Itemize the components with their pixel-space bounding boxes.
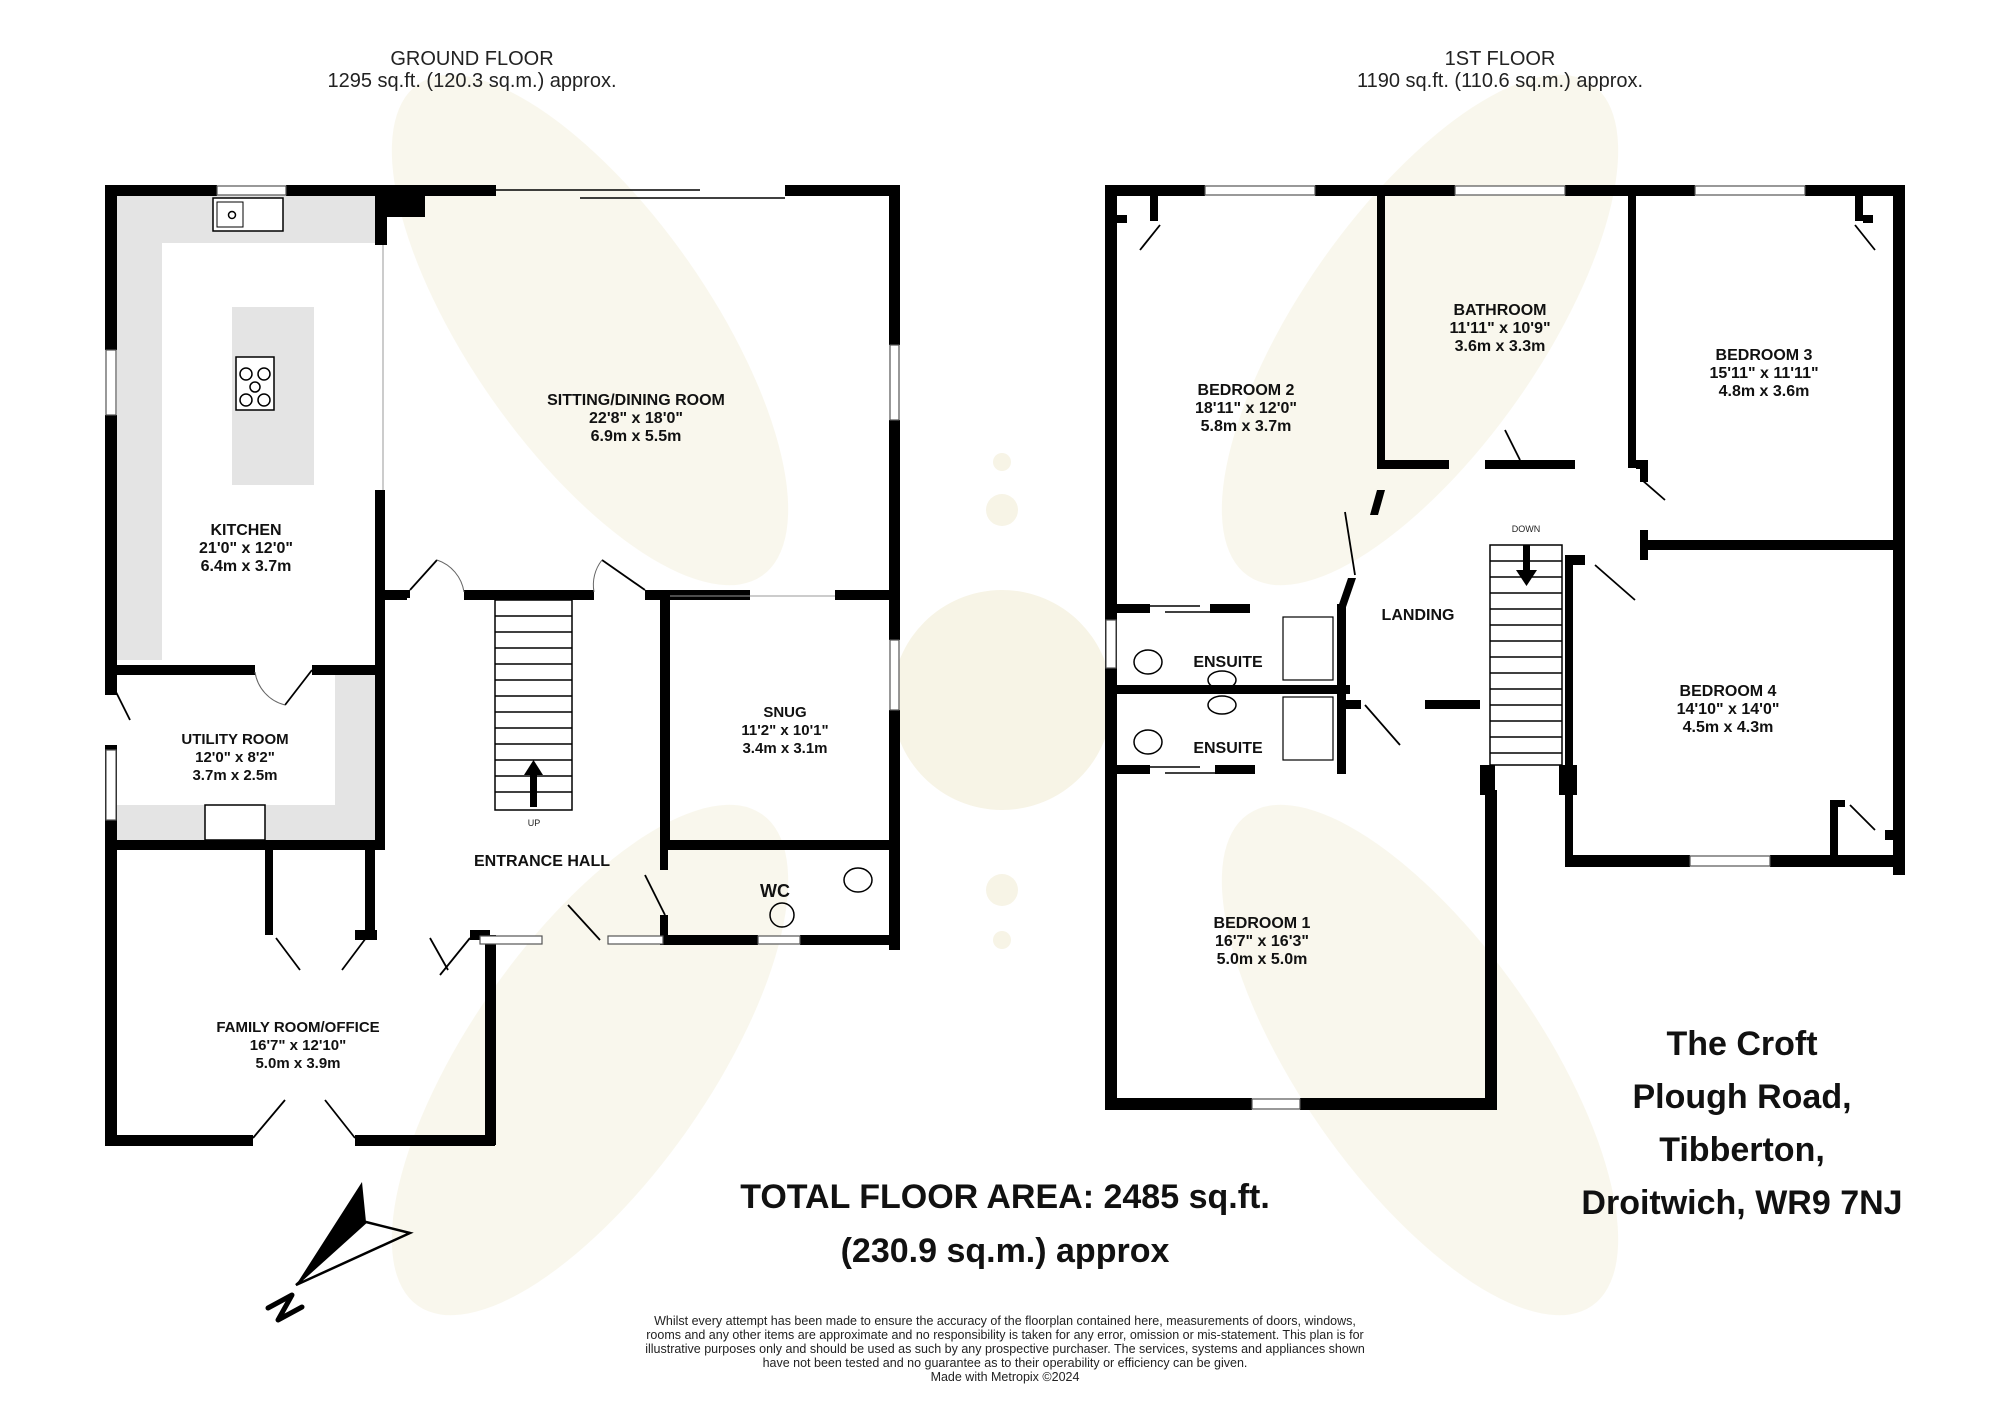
ground-floor-plan [105,185,900,1146]
room-name: UTILITY ROOM [181,731,289,748]
room-dimensions-metric: 3.7m x 2.5m [192,767,278,784]
room-dimensions-imperial: 15'11" x 11'11" [1709,365,1819,382]
room-dimensions-metric: 3.6m x 3.3m [1454,338,1546,355]
ground-floor-area: 1295 sq.ft. (120.3 sq.m.) approx. [327,70,617,92]
room-name: BEDROOM 3 [1715,347,1813,364]
address-line-4: Droitwich, WR9 7NJ [1581,1184,1903,1222]
room-dimensions-imperial: 18'11" x 12'0" [1195,400,1297,417]
total-area-line-2: (230.9 sq.m.) approx [840,1232,1170,1270]
room-dimensions-imperial: 16'7" x 16'3" [1215,933,1309,950]
disclaimer: Whilst every attempt has been made to en… [645,1314,1365,1384]
room-name: SNUG [763,704,807,721]
room-label-family-room-office: FAMILY ROOM/OFFICE 16'7" x 12'10" 5.0m x… [216,1019,379,1073]
room-label-snug: SNUG 11'2" x 10'1" 3.4m x 3.1m [741,704,828,758]
room-dimensions-imperial: 12'0" x 8'2" [195,749,275,766]
ground-floor-title: GROUND FLOOR [390,48,554,70]
watermark-logo [391,74,1619,1316]
room-label-bedroom-1: BEDROOM 1 16'7" x 16'3" 5.0m x 5.0m [1214,915,1311,969]
room-label-bedroom-3: BEDROOM 3 15'11" x 11'11" 4.8m x 3.6m [1709,347,1818,401]
room-label-wc: WC [760,882,790,900]
first-floor-plan [1105,185,1905,1110]
room-name: SITTING/DINING ROOM [547,392,725,409]
metropix-credit: Made with Metropix ©2024 [930,1370,1080,1384]
room-dimensions-metric: 3.4m x 3.1m [742,740,828,757]
room-name: LANDING [1381,607,1455,624]
disclaimer-text: Whilst every attempt has been made to en… [645,1314,1365,1370]
first-floor-header: 1ST FLOOR 1190 sq.ft. (110.6 sq.m.) appr… [1357,48,1643,92]
address-line-3: Tibberton, [1659,1131,1825,1169]
room-dimensions-metric: 5.0m x 3.9m [255,1055,341,1072]
room-label-ensuite-1: ENSUITE [1193,654,1262,672]
total-area-line-1: TOTAL FLOOR AREA: 2485 sq.ft. [740,1178,1270,1216]
room-label-bedroom-2: BEDROOM 2 18'11" x 12'0" 5.8m x 3.7m [1195,382,1297,436]
room-name: BEDROOM 1 [1213,915,1311,932]
stairs-down-label: DOWN [1511,524,1541,534]
room-dimensions-imperial: 16'7" x 12'10" [249,1037,347,1054]
property-address: The Croft Plough Road, Tibberton, Droitw… [1581,1018,1902,1230]
address-line-2: Plough Road, [1632,1078,1852,1116]
room-name: ENTRANCE HALL [474,853,610,870]
room-label-bedroom-4: BEDROOM 4 14'10" x 14'0" 4.5m x 4.3m [1677,683,1780,737]
room-dimensions-metric: 6.4m x 3.7m [200,558,292,575]
room-label-sitting-dining-room: SITTING/DINING ROOM 22'8" x 18'0" 6.9m x… [547,392,725,446]
room-dimensions-metric: 4.8m x 3.6m [1718,383,1810,400]
room-dimensions-imperial: 11'2" x 10'1" [741,722,829,739]
room-label-entrance-hall: ENTRANCE HALL [474,853,610,871]
room-label-kitchen: KITCHEN 21'0" x 12'0" 6.4m x 3.7m [199,522,293,576]
room-label-ensuite-2: ENSUITE [1193,740,1262,758]
room-name: BEDROOM 2 [1197,382,1295,399]
room-name: BATHROOM [1453,302,1547,319]
first-floor-area: 1190 sq.ft. (110.6 sq.m.) approx. [1356,70,1644,92]
room-name: ENSUITE [1193,654,1263,671]
room-name: KITCHEN [210,522,282,539]
stairs-up-label: UP [527,818,541,828]
room-dimensions-imperial: 21'0" x 12'0" [199,540,293,557]
room-name: FAMILY ROOM/OFFICE [216,1019,380,1036]
room-dimensions-metric: 4.5m x 4.3m [1682,719,1774,736]
room-dimensions-imperial: 14'10" x 14'0" [1676,701,1780,718]
first-floor-title: 1ST FLOOR [1444,48,1556,70]
address-line-1: The Croft [1666,1025,1818,1063]
north-arrow-icon [265,1182,414,1323]
room-name: WC [760,881,790,901]
room-name: BEDROOM 4 [1679,683,1777,700]
total-floor-area: TOTAL FLOOR AREA: 2485 sq.ft. (230.9 sq.… [740,1170,1270,1278]
room-dimensions-imperial: 11'11" x 10'9" [1449,320,1551,337]
room-name: ENSUITE [1193,740,1263,757]
room-dimensions-imperial: 22'8" x 18'0" [589,410,683,427]
room-dimensions-metric: 6.9m x 5.5m [590,428,682,445]
room-dimensions-metric: 5.0m x 5.0m [1216,951,1308,968]
room-dimensions-metric: 5.8m x 3.7m [1200,418,1292,435]
ground-floor-header: GROUND FLOOR 1295 sq.ft. (120.3 sq.m.) a… [327,48,616,92]
room-label-bathroom: BATHROOM 11'11" x 10'9" 3.6m x 3.3m [1449,302,1550,356]
room-label-landing: LANDING [1382,607,1455,625]
room-label-utility-room: UTILITY ROOM 12'0" x 8'2" 3.7m x 2.5m [181,731,288,785]
